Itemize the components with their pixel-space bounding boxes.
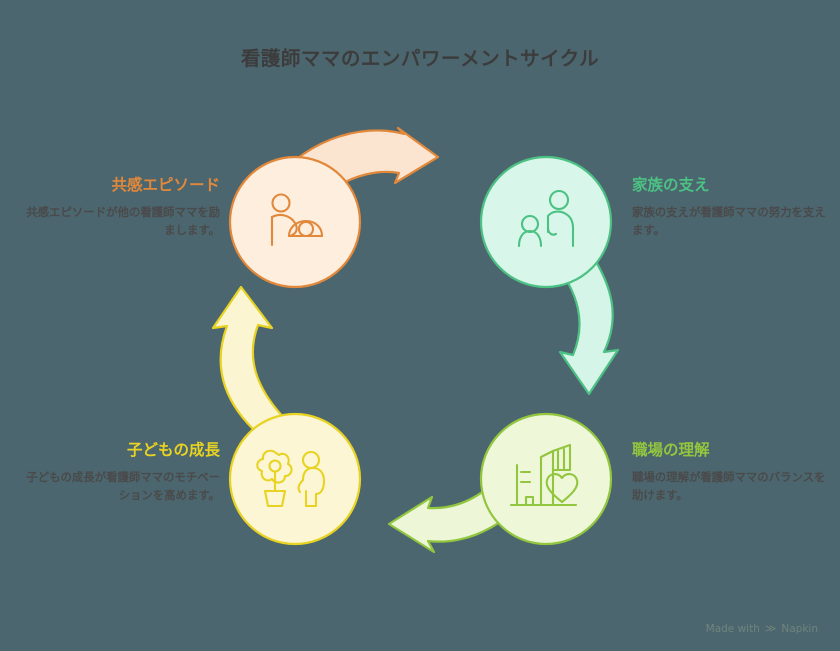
label-empathy-heading: 共感エピソード — [111, 176, 220, 194]
node-family[interactable] — [479, 155, 613, 289]
node-child[interactable] — [228, 412, 362, 546]
node-empathy[interactable] — [228, 155, 362, 289]
label-empathy-description: 共感エピソードが他の看護師ママを励まします。 — [26, 205, 220, 238]
person-comforting-icon — [270, 193, 324, 247]
label-workplace-description: 職場の理解が看護師ママのバランスを助けます。 — [632, 470, 826, 503]
label-child-description: 子どもの成長が看護師ママのモチベーションを高めます。 — [26, 470, 220, 503]
label-family: 家族の支え 家族の支えが看護師ママの努力を支えます。 — [632, 176, 832, 240]
label-child-heading: 子どもの成長 — [126, 441, 220, 459]
label-family-description: 家族の支えが看護師ママの努力を支えます。 — [632, 205, 826, 238]
label-workplace: 職場の理解 職場の理解が看護師ママのバランスを助けます。 — [632, 441, 832, 505]
page-title: 看護師ママのエンパワーメントサイクル — [240, 47, 600, 70]
watermark: Made with ≫ Napkin — [706, 622, 818, 635]
watermark-made-with: Made with — [705, 622, 760, 635]
family-group-icon — [517, 189, 575, 248]
watermark-brand: Napkin — [781, 622, 818, 635]
label-workplace-heading: 職場の理解 — [632, 441, 710, 459]
flower-child-icon — [256, 449, 326, 508]
napkin-logo-icon: ≫ — [764, 622, 777, 635]
label-child: 子どもの成長 子どもの成長が看護師ママのモチベーションを高めます。 — [20, 441, 220, 505]
arrow-child-to-empathy — [211, 285, 287, 431]
label-empathy: 共感エピソード 共感エピソードが他の看護師ママを励まします。 — [20, 176, 220, 240]
node-workplace[interactable] — [479, 412, 613, 546]
building-heart-icon — [509, 443, 579, 507]
label-family-heading: 家族の支え — [632, 176, 710, 194]
